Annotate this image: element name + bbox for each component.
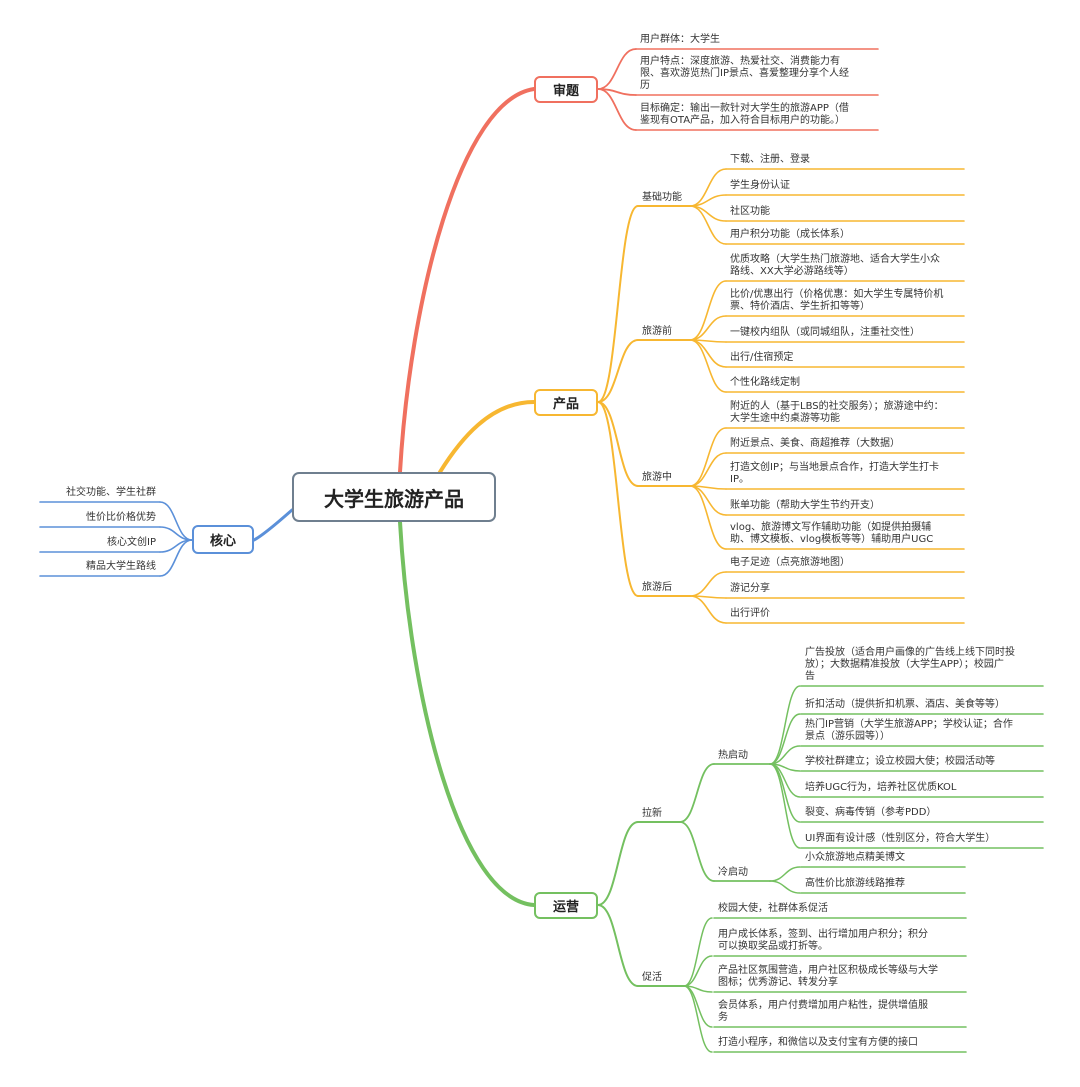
branch-product-before-4	[689, 339, 727, 393]
branch-ops-activate-0	[683, 917, 713, 987]
branch-ops-hot-1	[769, 713, 801, 765]
leaf-ops-hot-4[interactable]: 培养UGC行为，培养社区优质KOL	[805, 782, 957, 793]
subtopic-product-during[interactable]: 旅游中	[642, 472, 672, 483]
leaf-ops-activate-1[interactable]: 用户成长体系，签到、出行增加用户积分；积分 可以换取奖品或打折等。	[718, 929, 928, 952]
branch-ops-activate-4	[683, 985, 713, 1053]
leaf-product-before-4[interactable]: 个性化路线定制	[730, 377, 800, 388]
subtopic-product-basic[interactable]: 基础功能	[642, 192, 682, 203]
center-topic-label: 大学生旅游产品	[324, 486, 464, 511]
leaf-product-before-0[interactable]: 优质攻略（大学生热门旅游地、适合大学生小众 路线、XX大学必游路线等）	[730, 254, 940, 277]
branch-ops-acquire	[597, 821, 639, 906]
leaf-product-basic-1[interactable]: 学生身份认证	[730, 180, 790, 191]
subtopic-ops-hot[interactable]: 热启动	[718, 750, 748, 761]
leaf-product-basic-3[interactable]: 用户积分功能（成长体系）	[730, 229, 850, 240]
leaf-product-after-1[interactable]: 游记分享	[730, 583, 770, 594]
leaf-ops-hot-3[interactable]: 学校社群建立；设立校园大使；校园活动等	[805, 756, 995, 767]
branch-product-before-3	[689, 339, 727, 368]
branch-product-after-2	[689, 595, 727, 624]
leaf-review-2[interactable]: 目标确定：输出一款针对大学生的旅游APP（借 鉴现有OTA产品，加入符合目标用户…	[640, 103, 849, 126]
subtopic-product-after[interactable]: 旅游后	[642, 582, 672, 593]
trunk-product	[438, 400, 536, 474]
subtopic-product-before[interactable]: 旅游前	[642, 326, 672, 337]
leaf-product-basic-0[interactable]: 下载、注册、登录	[730, 154, 810, 165]
leaf-product-during-3[interactable]: 账单功能（帮助大学生节约开支）	[730, 500, 880, 511]
branch-product-during-4	[689, 485, 727, 550]
branch-ops-activate-1	[683, 955, 713, 987]
leaf-ops-hot-1[interactable]: 折扣活动（提供折扣机票、酒店、美食等等）	[805, 699, 1005, 710]
leaf-ops-hot-2[interactable]: 热门IP营销（大学生旅游APP；学校认证；合作 景点（游乐园等））	[805, 719, 1013, 742]
branch-core-3	[159, 539, 193, 577]
branch-product-during	[597, 401, 639, 487]
category-core-label: 核心	[209, 534, 236, 549]
category-operations[interactable]: 运营	[534, 892, 598, 919]
category-review-label: 审题	[552, 84, 579, 99]
leaf-ops-cold-0[interactable]: 小众旅游地点精美博文	[805, 852, 905, 863]
branch-product-after	[597, 401, 639, 597]
leaf-core-2[interactable]: 核心文创IP	[107, 537, 156, 548]
trunk-core	[252, 508, 294, 542]
leaf-product-before-2[interactable]: 一键校内组队（或同城组队，注重社交性）	[730, 327, 920, 338]
branch-product-during-1	[689, 452, 727, 487]
leaf-ops-activate-2[interactable]: 产品社区氛围营造，用户社区积极成长等级与大学 图标；优秀游记、转发分享	[718, 965, 938, 988]
trunk-operations	[398, 520, 536, 907]
leaf-ops-hot-6[interactable]: UI界面有设计感（性别区分，符合大学生）	[805, 833, 996, 844]
branch-ops-hot-5	[769, 763, 801, 823]
branch-product-basic	[597, 205, 639, 403]
branch-ops-hot-0	[769, 685, 801, 765]
branch-product-before-0	[689, 280, 727, 341]
subtopic-ops-acquire[interactable]: 拉新	[642, 808, 662, 819]
branch-ops-activate	[597, 904, 639, 987]
branch-ops-cold	[679, 821, 715, 882]
leaf-core-1[interactable]: 性价比价格优势	[86, 512, 156, 523]
branch-ops-cold-1	[769, 880, 801, 894]
branch-review-2	[597, 88, 637, 131]
leaf-product-during-0[interactable]: 附近的人（基于LBS的社交服务）；旅游途中约： 大学生途中约桌游等功能	[730, 401, 944, 424]
leaf-core-0[interactable]: 社交功能、学生社群	[66, 487, 156, 498]
leaf-product-during-2[interactable]: 打造文创IP；与当地景点合作，打造大学生打卡 IP。	[730, 462, 939, 485]
branch-product-during-3	[689, 485, 727, 516]
category-product[interactable]: 产品	[534, 389, 598, 416]
leaf-ops-hot-5[interactable]: 裂变、病毒传销（参考PDD）	[805, 807, 937, 818]
leaf-review-0[interactable]: 用户群体：大学生	[640, 34, 720, 45]
leaf-review-1[interactable]: 用户特点：深度旅游、热爱社交、消费能力有 限、喜欢游览热门IP景点、喜爱整理分享…	[640, 56, 849, 91]
branch-product-before	[597, 339, 639, 403]
leaf-product-before-1[interactable]: 比价/优惠出行（价格优惠：如大学生专属特价机 票、特价酒店、学生折扣等等）	[730, 289, 944, 312]
leaf-core-3[interactable]: 精品大学生路线	[86, 561, 156, 572]
subtopic-ops-activate[interactable]: 促活	[642, 972, 662, 983]
center-topic[interactable]: 大学生旅游产品	[292, 472, 496, 522]
branch-product-basic-3	[689, 205, 727, 245]
leaf-product-before-3[interactable]: 出行/住宿预定	[730, 352, 794, 363]
leaf-product-after-0[interactable]: 电子足迹（点亮旅游地图）	[730, 557, 850, 568]
trunk-review	[398, 87, 536, 474]
leaf-ops-hot-0[interactable]: 广告投放（适合用户画像的广告线上线下同时投 放）；大数据精准投放（大学生APP）…	[805, 647, 1015, 682]
category-product-label: 产品	[552, 397, 579, 412]
branch-ops-hot	[679, 763, 715, 823]
leaf-ops-activate-4[interactable]: 打造小程序，和微信以及支付宝有方便的接口	[718, 1037, 918, 1048]
leaf-product-basic-2[interactable]: 社区功能	[730, 206, 770, 217]
category-core[interactable]: 核心	[192, 525, 254, 554]
leaf-ops-activate-0[interactable]: 校园大使，社群体系促活	[718, 903, 828, 914]
branch-review-0	[597, 48, 637, 90]
branch-ops-cold-0	[769, 866, 801, 882]
leaf-product-during-4[interactable]: vlog、旅游博文写作辅助功能（如提供拍摄辅 助、博文模板、vlog模板等等）辅…	[730, 522, 934, 545]
leaf-product-during-1[interactable]: 附近景点、美食、商超推荐（大数据）	[730, 438, 900, 449]
subtopic-ops-cold[interactable]: 冷启动	[718, 867, 748, 878]
leaf-product-after-2[interactable]: 出行评价	[730, 608, 770, 619]
category-review[interactable]: 审题	[534, 76, 598, 103]
leaf-ops-activate-3[interactable]: 会员体系，用户付费增加用户粘性，提供增值服 务	[718, 1000, 928, 1023]
category-operations-label: 运营	[552, 900, 579, 915]
branch-ops-hot-6	[769, 763, 801, 849]
leaf-ops-cold-1[interactable]: 高性价比旅游线路推荐	[805, 878, 905, 889]
